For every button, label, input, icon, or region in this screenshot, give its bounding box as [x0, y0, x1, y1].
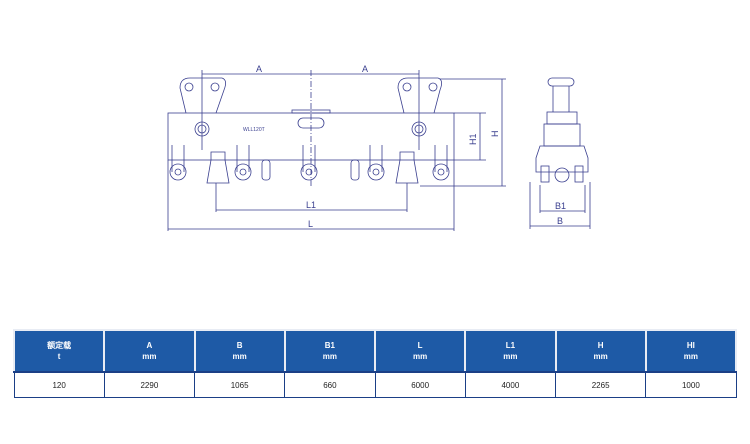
- table-row: 120 2290 1065 660 6000 4000 2265 1000: [13, 372, 737, 398]
- support-foot-right: [395, 151, 419, 184]
- front-view: [167, 70, 506, 231]
- dim-l: L: [308, 219, 313, 229]
- technical-drawing: A A WLL120T L1 L H1 H B1 B: [167, 64, 591, 231]
- table-cell: 1065: [193, 372, 286, 398]
- dim-b1: B1: [555, 201, 566, 211]
- table-cell: 2265: [554, 372, 647, 398]
- wheels: [169, 145, 450, 181]
- dim-a-left: A: [256, 64, 262, 74]
- dim-h: H: [490, 131, 500, 138]
- dim-h1: H1: [468, 133, 478, 145]
- lifting-lug-left: [179, 77, 226, 114]
- lifting-lug-right: [397, 77, 442, 114]
- table-cell: 660: [284, 372, 376, 398]
- table-cell: 120: [13, 372, 105, 398]
- wll-marking: WLL120T: [243, 127, 265, 133]
- table-cell: 1000: [645, 372, 737, 398]
- dim-l1: L1: [306, 200, 316, 210]
- dim-b: B: [557, 216, 563, 226]
- table-cell: 6000: [374, 372, 466, 398]
- dim-a-right: A: [362, 64, 368, 74]
- side-view: [529, 77, 591, 229]
- support-foot-left: [206, 151, 230, 184]
- table-cell: 4000: [464, 372, 557, 398]
- dimension-labels: A A WLL120T L1 L H1 H B1 B: [243, 64, 566, 229]
- table-cell: 2290: [103, 372, 196, 398]
